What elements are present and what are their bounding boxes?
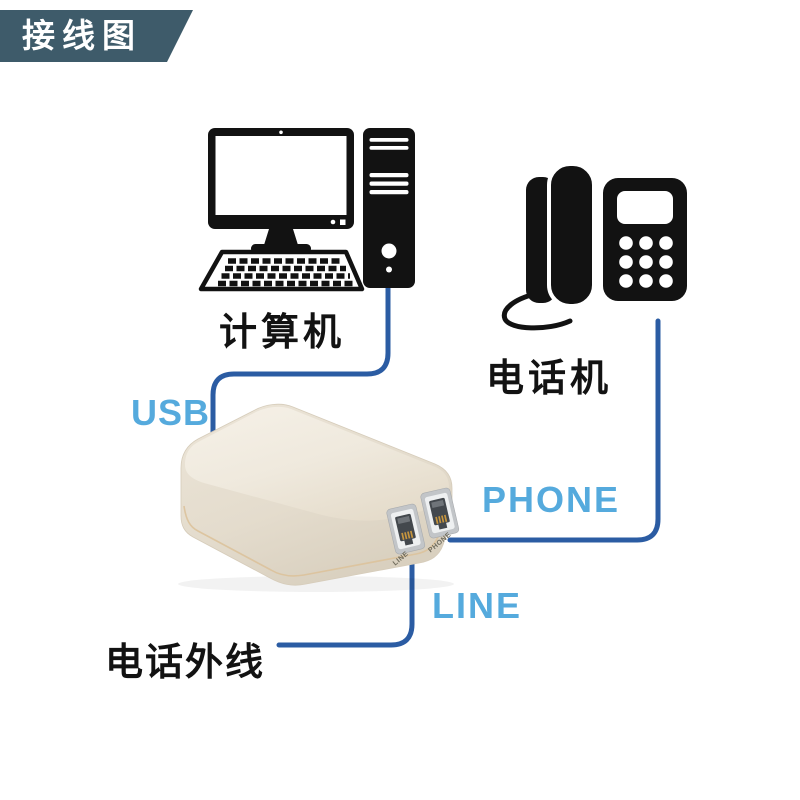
device-seam-line — [183, 505, 448, 577]
computer-label: 计算机 — [219, 312, 346, 354]
device-shadow — [178, 576, 454, 592]
tower-vents — [369, 138, 409, 195]
title-badge-label: 接线图 — [22, 17, 142, 54]
monitor-screen — [215, 136, 347, 215]
tower-power-button-icon — [381, 243, 397, 259]
line-port-icon — [386, 503, 426, 555]
telephone-icon — [501, 162, 687, 331]
line-connection-label: LINE — [432, 585, 523, 626]
monitor-button-icon — [340, 219, 346, 225]
desktop-computer-icon — [198, 128, 415, 292]
phone-port-icon — [420, 487, 460, 539]
outside-line-label: 电话外线 — [105, 642, 266, 684]
usb-cable-line — [210, 284, 391, 453]
phone-display — [617, 191, 673, 224]
tower-case — [363, 128, 415, 288]
usb-connection-label: USB — [131, 392, 211, 433]
power-led-icon — [330, 219, 336, 225]
outside-line-cable — [276, 540, 415, 648]
tower-led-icon — [386, 266, 392, 273]
phone-keypad — [619, 236, 673, 288]
webcam-dot-icon — [279, 130, 283, 135]
handset — [547, 162, 596, 308]
usb-adapter-device: LINE PHONE — [178, 403, 460, 592]
monitor-stand-neck — [264, 229, 298, 245]
telephone-label: 电话机 — [486, 358, 613, 400]
telephone-cable-line — [447, 318, 661, 543]
device-top-face — [185, 406, 449, 521]
keyboard-keys — [218, 258, 354, 287]
phone-connection-label: PHONE — [482, 479, 621, 520]
handset-cord — [501, 291, 573, 331]
title-badge: 接线图 — [0, 10, 193, 62]
